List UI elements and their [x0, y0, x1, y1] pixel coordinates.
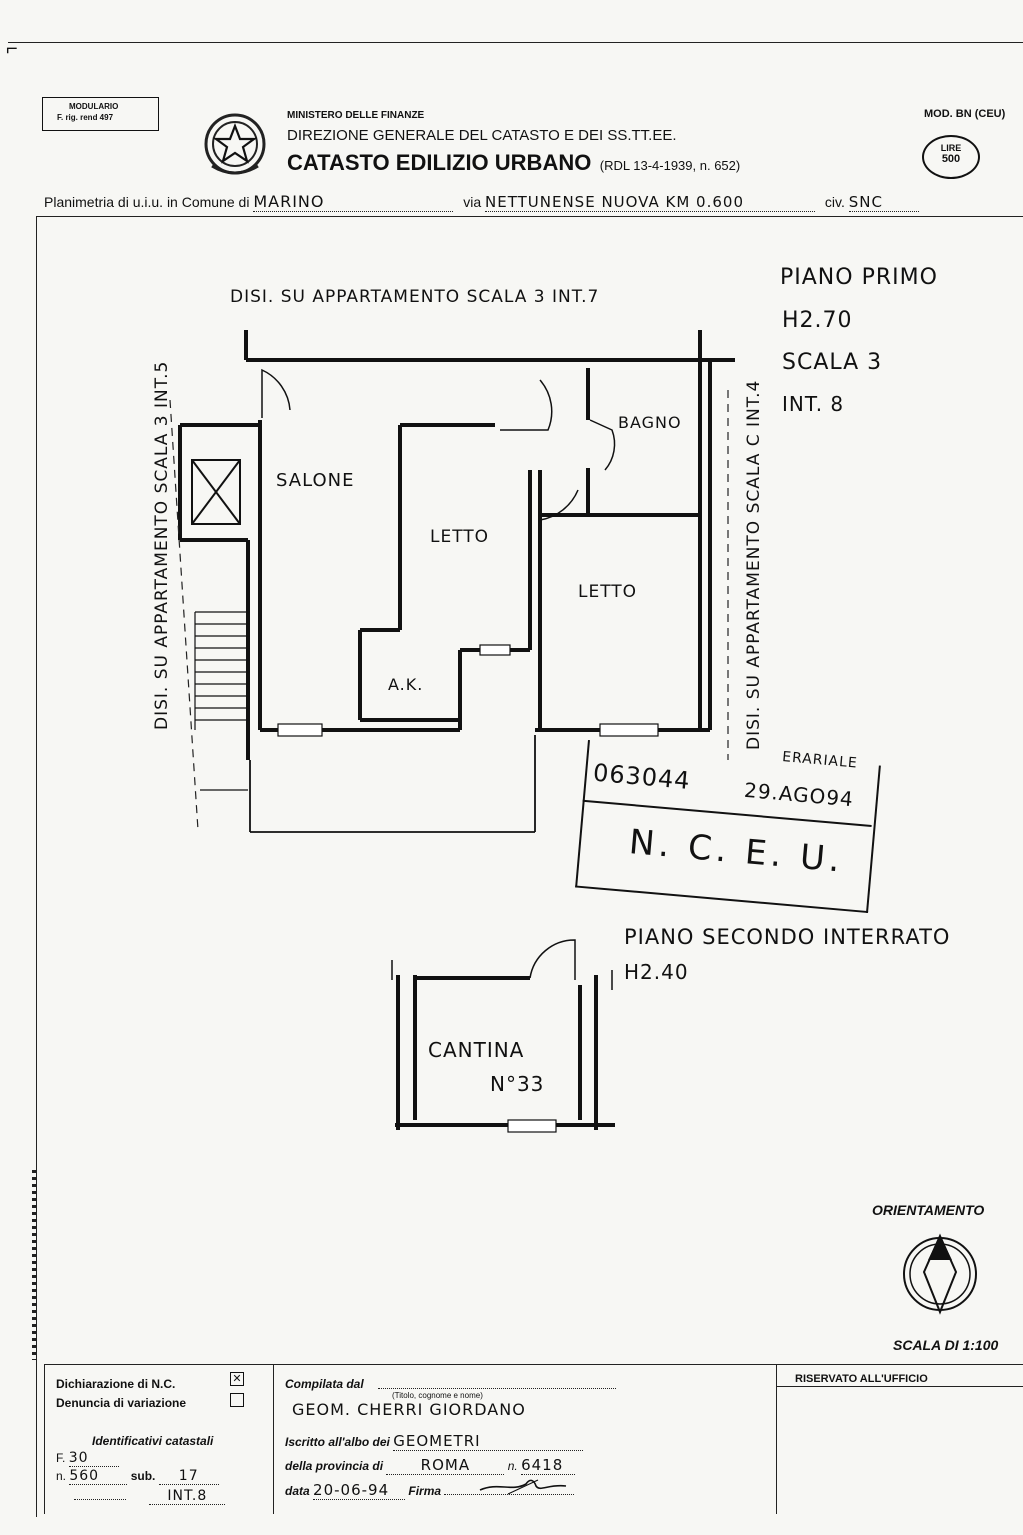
foglio-label: F.: [56, 1451, 66, 1465]
foglio-value: 30: [68, 1450, 119, 1467]
basement-room: CANTINA: [428, 1038, 525, 1062]
basement-height: H2.40: [624, 960, 689, 984]
right-neighbor-label: DISI. SU APPARTAMENTO SCALA C INT.4: [744, 379, 764, 750]
room-letto-2: LETTO: [578, 582, 638, 602]
lire-stamp: LIRE 500: [922, 135, 980, 179]
modulario-box: MODULARIO F. rig. rend 497: [42, 97, 159, 131]
compilata-label: Compilata dal: [285, 1377, 364, 1391]
particella-value: 560: [69, 1468, 128, 1485]
firma-label: Firma: [408, 1484, 442, 1498]
compilata-value: GEOM. CHERRI GIORDANO: [292, 1400, 526, 1419]
floor-interno: INT. 8: [782, 392, 845, 416]
data-label: data: [285, 1484, 310, 1498]
provincia-label: della provincia di: [285, 1459, 384, 1473]
sheet-frame: [36, 216, 1023, 1517]
footer-rule: [44, 1364, 1023, 1365]
riservato-rule: [776, 1386, 1023, 1387]
floor-title: PIANO PRIMO: [780, 265, 938, 290]
interno-blank: [74, 1499, 126, 1500]
compilata-hint: (Titolo, cognome e nome): [392, 1391, 483, 1400]
sub-label: sub.: [130, 1469, 156, 1483]
floor-scala: SCALA 3: [782, 350, 883, 375]
side-strip: [32, 1170, 37, 1360]
sub-value: 17: [158, 1468, 219, 1485]
north-arrow-icon: [903, 1233, 977, 1315]
corner-mark: ⌐: [6, 38, 18, 60]
footer-dichiarazione: Dichiarazione di N.C.: [56, 1377, 176, 1391]
firma-line: [444, 1494, 575, 1495]
left-neighbor-label: DISI. SU APPARTAMENTO SCALA 3 INT.5: [152, 360, 172, 730]
particella-label: n.: [56, 1469, 67, 1483]
signature-icon: [479, 1479, 567, 1495]
footer-identificativi: Identificativi catastali: [92, 1434, 214, 1448]
footer-particella: n. 560 sub. 17: [56, 1468, 219, 1485]
catasto-title-ref: (RDL 13-4-1939, n. 652): [599, 158, 741, 173]
address-civ: SNC: [848, 193, 919, 212]
lire-stamp-line1: LIRE: [940, 143, 962, 153]
num-label: n.: [507, 1459, 518, 1473]
footer-provincia: della provincia di ROMA n. 6418: [285, 1456, 576, 1475]
address-via: NETTUNENSE NUOVA KM 0.600: [485, 193, 816, 212]
ministry-label: MINISTERO DELLE FINANZE: [287, 110, 425, 121]
denuncia-checkbox[interactable]: [230, 1393, 244, 1407]
footer-iscritto: Iscritto all'albo dei GEOMETRI: [285, 1432, 584, 1451]
address-civ-label: civ.: [824, 194, 845, 210]
lire-stamp-line2: 500: [941, 153, 961, 165]
address-prefix: Planimetria di u.i.u. in Comune di: [44, 194, 250, 210]
iscritto-label: Iscritto all'albo dei: [285, 1435, 390, 1449]
mod-code: MOD. BN (CEU): [924, 108, 1006, 120]
address-via-label: via: [463, 194, 482, 210]
scale-label: SCALA DI 1:100: [893, 1337, 999, 1353]
data-value: 20-06-94: [313, 1481, 406, 1500]
room-ak: A.K.: [388, 675, 424, 694]
footer-data: data 20-06-94 Firma: [285, 1481, 575, 1500]
dichiarazione-checkbox[interactable]: ✕: [230, 1372, 244, 1386]
interno-value: INT.8: [149, 1488, 226, 1505]
room-salone: SALONE: [276, 470, 355, 491]
footer-col2: [272, 1364, 777, 1514]
registration-stamp: ERARIALE 063044 29.AGO94 N. C. E. U.: [575, 740, 881, 915]
modulario-line2: F. rig. rend 497: [57, 113, 114, 122]
catasto-title: CATASTO EDILIZIO URBANO (RDL 13-4-1939, …: [287, 150, 740, 176]
top-neighbor-label: DISI. SU APPARTAMENTO SCALA 3 INT.7: [230, 287, 600, 307]
footer-interno: INT.8: [74, 1488, 226, 1505]
top-rule: [8, 42, 1023, 43]
floor-height: H2.70: [782, 308, 853, 333]
basement-number: N°33: [490, 1072, 545, 1096]
catasto-title-text: CATASTO EDILIZIO URBANO: [287, 150, 592, 175]
modulario-line1: MODULARIO: [69, 102, 119, 111]
directorate-label: DIREZIONE GENERALE DEL CATASTO E DEI SS.…: [287, 127, 677, 144]
republic-emblem-icon: [204, 113, 266, 175]
compilata-line: [378, 1376, 616, 1389]
footer-col1: [44, 1364, 274, 1514]
room-bagno: BAGNO: [618, 413, 682, 432]
basement-title: PIANO SECONDO INTERRATO: [624, 925, 951, 949]
address-line: Planimetria di u.i.u. in Comune di MARIN…: [44, 192, 919, 212]
address-comune: MARINO: [253, 192, 454, 212]
riservato-label: RISERVATO ALL'UFFICIO: [795, 1373, 928, 1385]
num-value: 6418: [521, 1456, 576, 1475]
footer-denuncia: Denuncia di variazione: [56, 1396, 187, 1410]
orientation-label: ORIENTAMENTO: [872, 1202, 985, 1218]
iscritto-value: GEOMETRI: [393, 1432, 584, 1451]
footer-foglio: F. 30: [56, 1450, 119, 1467]
room-letto-1: LETTO: [430, 527, 490, 547]
provincia-value: ROMA: [386, 1456, 505, 1475]
